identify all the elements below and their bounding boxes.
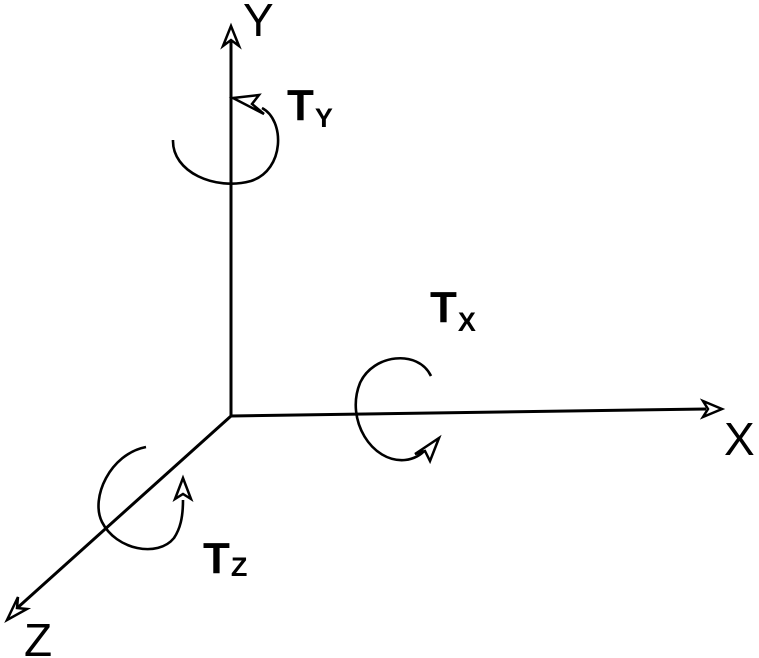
torque-y-label: TY [287, 81, 333, 133]
torque-x-label: TX [430, 283, 476, 337]
y-rotation-arc [171, 106, 280, 185]
x-axis-line [230, 407, 707, 418]
torque-z-label: TZ [203, 534, 247, 583]
y-axis-label: Y [243, 0, 274, 46]
torque-x-symbol: T [430, 283, 457, 332]
y-axis-arrow-icon [220, 22, 242, 50]
y-rotation-arrow-icon [228, 93, 265, 116]
z-axis-line [13, 414, 233, 612]
x-axis-arrow-icon [699, 398, 726, 420]
x-axis-label: X [724, 413, 755, 465]
torque-x-subscript: X [458, 307, 476, 337]
torque-z-symbol: T [203, 534, 230, 583]
z-rotation-arrow-icon [172, 474, 194, 503]
torque-y-symbol: T [287, 81, 314, 130]
z-axis-label: Z [24, 614, 52, 658]
torque-y-subscript: Y [315, 103, 333, 133]
z-rotation-arc [97, 445, 185, 551]
x-rotation-arrow-icon [414, 434, 442, 465]
x-rotation-arc [354, 356, 433, 462]
torque-z-subscript: Z [231, 552, 248, 582]
z-axis-arrow-icon [4, 596, 32, 623]
